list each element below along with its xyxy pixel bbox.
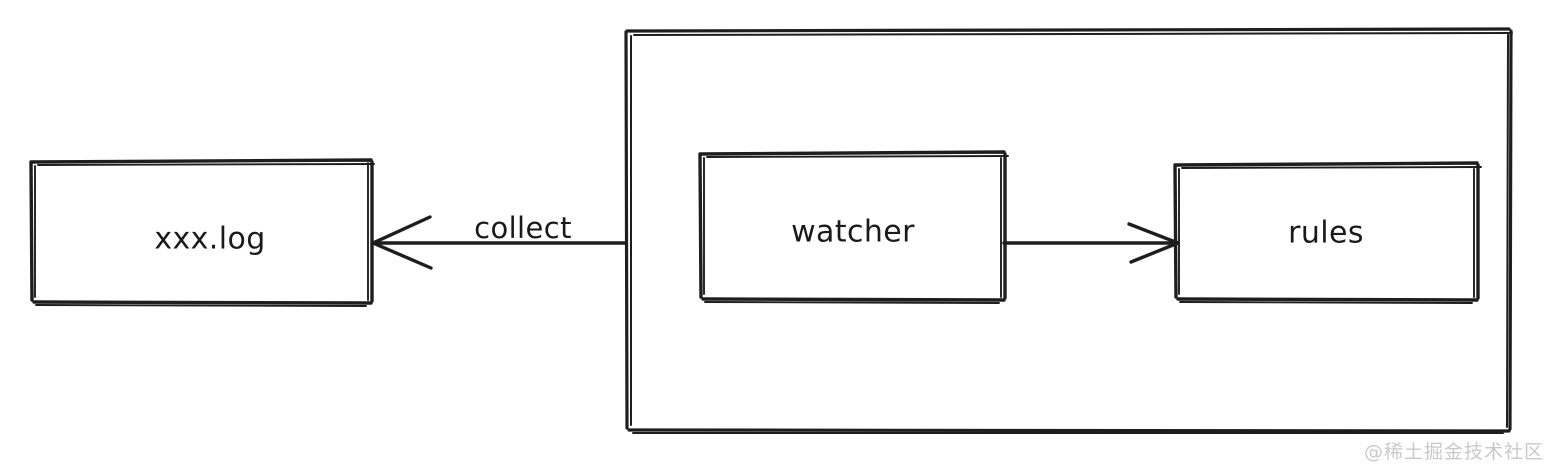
node-rules-label: rules (1288, 216, 1364, 251)
node-log-file-background (31, 160, 372, 303)
node-watcher-label: watcher (791, 215, 915, 250)
node-watcher-outline (698, 150, 1007, 302)
edge-watcher-rules-arrowhead-icon (1127, 222, 1180, 264)
node-rules-outline (1173, 161, 1480, 302)
node-log-file[interactable]: xxx.log (29, 158, 375, 307)
outer-container-group[interactable] (624, 27, 1513, 434)
node-watcher-outline-second-pass (703, 155, 1009, 304)
edge-collect-arrowhead-icon (371, 215, 433, 270)
outer-container-outline (624, 27, 1513, 433)
node-log-file-outline (29, 158, 374, 305)
node-watcher[interactable]: watcher (698, 150, 1009, 304)
edge-watcher-rules[interactable] (1002, 222, 1180, 264)
node-rules-outline-second-pass (1178, 166, 1482, 304)
outer-container-outline-second-pass (630, 32, 1513, 434)
node-watcher-background (700, 152, 1005, 300)
node-rules-background (1175, 163, 1478, 300)
edge-collect[interactable]: collect (371, 211, 628, 270)
node-log-file-label: xxx.log (154, 222, 265, 257)
node-log-file-outline-second-pass (34, 162, 375, 307)
edge-collect-label: collect (474, 211, 572, 245)
node-rules[interactable]: rules (1173, 161, 1482, 304)
watermark: @稀土掘金技术社区 (1363, 441, 1544, 463)
